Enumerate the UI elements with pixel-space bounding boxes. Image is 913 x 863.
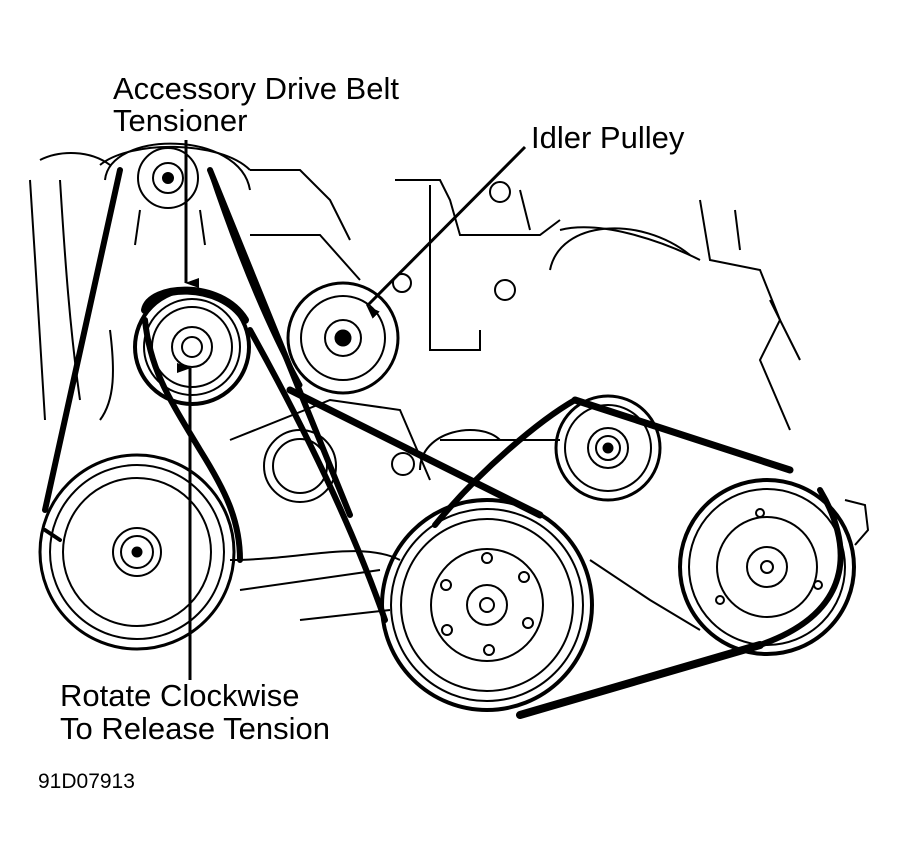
engine-block-outline	[29, 145, 870, 631]
right-pulley	[678, 478, 856, 656]
rotate-label-line1: Rotate Clockwise	[60, 678, 300, 713]
idler-arrow	[365, 145, 527, 319]
left-lower-pulley	[38, 453, 236, 651]
idler-pulley	[286, 281, 400, 395]
figure-code: 91D07913	[38, 770, 135, 793]
tensioner-label-line2: Tensioner	[113, 103, 248, 138]
rotate-label-line2: To Release Tension	[60, 711, 330, 746]
center-small-pulley	[554, 394, 662, 502]
tensioner-pulley	[133, 288, 251, 406]
tensioner-label-line1: Accessory Drive Belt	[113, 71, 399, 106]
crankshaft-pulley	[380, 498, 594, 712]
upper-pulley	[104, 142, 251, 246]
idler-label: Idler Pulley	[531, 120, 685, 155]
callout-arrows	[177, 140, 527, 680]
